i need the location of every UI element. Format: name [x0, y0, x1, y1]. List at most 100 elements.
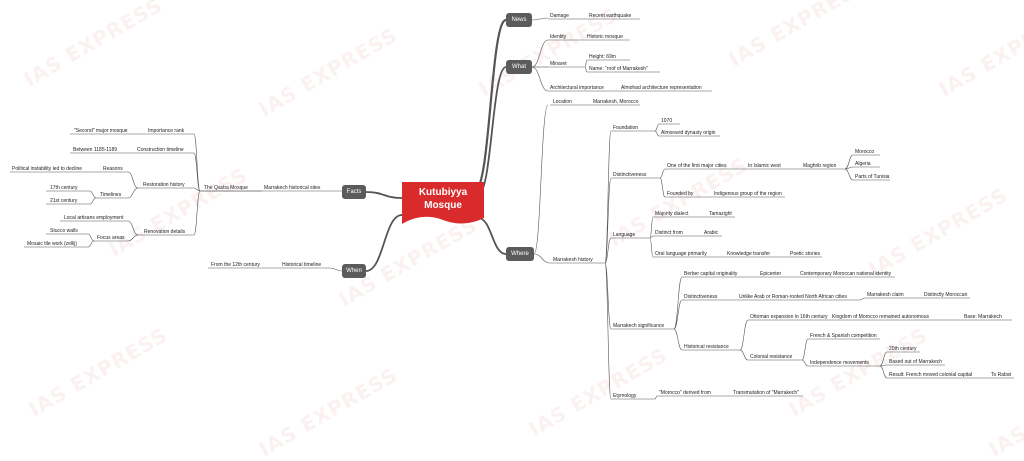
node-importance-rank[interactable]: Importance rank	[148, 128, 185, 134]
node-derived[interactable]: "Morocco" derived from	[659, 390, 711, 396]
node-17th-century[interactable]: 17th century	[50, 185, 78, 191]
node-mosaic-tile[interactable]: Mosaic tile work (zellij)	[27, 241, 78, 247]
node-focus-areas[interactable]: Focus areas	[97, 235, 125, 241]
node-marrakesh-morocco[interactable]: Marrakesh, Morocco	[593, 99, 639, 105]
connector	[533, 104, 549, 255]
node-distinctly-moroccan[interactable]: Distinctly Moroccan	[924, 292, 968, 298]
branch-what[interactable]: What	[506, 60, 532, 74]
node-unlike-arab[interactable]: Unlike Arab or Roman-rooted North Africa…	[739, 294, 847, 300]
node-qasba-mosque[interactable]: The Qasba Mosque	[204, 185, 248, 191]
node-almohad[interactable]: Almohad architecture representation	[621, 85, 702, 91]
node-historic-mosque[interactable]: Historic mosque	[587, 34, 623, 40]
node-one-of-first[interactable]: One of the first major cities	[667, 163, 727, 169]
connector	[673, 299, 683, 330]
node-algeria[interactable]: Algeria	[855, 161, 871, 167]
node-height[interactable]: Height: 69m	[589, 54, 616, 60]
node-transmutation[interactable]: Transmutation of "Marrakech"	[733, 390, 799, 396]
node-tunisia[interactable]: Parts of Tunisia	[855, 174, 890, 180]
node-based-out[interactable]: Based out of Marrakech	[889, 359, 943, 365]
node-distinct-from[interactable]: Distinct from	[655, 230, 683, 236]
node-almoravid[interactable]: Almoravid dynasty origin	[661, 130, 716, 136]
node-renovation-details[interactable]: Renovation details	[144, 229, 186, 235]
connector	[879, 365, 888, 379]
node-identity[interactable]: Identity	[550, 34, 567, 40]
node-arabic[interactable]: Arabic	[704, 230, 719, 236]
node-berber-capital[interactable]: Berber capital originality	[684, 271, 738, 277]
connector	[844, 154, 854, 170]
connector	[531, 66, 549, 92]
connector	[604, 177, 612, 264]
node-recent-earthquake[interactable]: Recent earthquake	[589, 13, 632, 19]
node-etymology[interactable]: Etymology	[613, 393, 637, 399]
central-topic[interactable]: Kutubiyya Mosque	[398, 178, 488, 228]
node-tamazight[interactable]: Tamazight	[709, 211, 732, 217]
node-language[interactable]: Language	[613, 232, 636, 238]
node-knowledge-transfer[interactable]: Knowledge transfer	[727, 251, 771, 257]
connector	[329, 267, 343, 272]
connector	[739, 319, 749, 351]
node-founded-by[interactable]: Founded by	[667, 191, 694, 197]
connector	[801, 338, 809, 361]
branch-news[interactable]: News	[506, 13, 532, 27]
branch-when[interactable]: When	[342, 264, 366, 278]
node-kingdom[interactable]: Kingdom of Morocco remained autonomous	[832, 314, 929, 320]
node-distinctiveness[interactable]: Distinctiveness	[613, 172, 647, 178]
node-maghrib[interactable]: Maghrib region	[803, 163, 837, 169]
node-epicenter[interactable]: Epicenter	[760, 271, 782, 277]
node-marrakesh-history[interactable]: Marrakesh history	[553, 257, 593, 263]
node-minaret-name[interactable]: Name: "roof of Marrakesh"	[589, 66, 648, 72]
connector	[127, 220, 139, 236]
node-base-marrakech[interactable]: Base: Marrakech	[964, 314, 1002, 320]
node-to-rabat[interactable]: To Rabat	[991, 372, 1012, 378]
node-1070[interactable]: 1070	[661, 118, 673, 124]
node-architectural-importance[interactable]: Architectural importance	[550, 85, 604, 91]
node-between-1185[interactable]: Between 1185-1189	[73, 147, 118, 153]
connector	[654, 130, 660, 137]
node-second-major[interactable]: "Second" major mosque	[74, 128, 128, 134]
node-restoration-history[interactable]: Restoration history	[143, 182, 185, 188]
node-historical-resistance[interactable]: Historical resistance	[684, 344, 729, 350]
node-french-spanish[interactable]: French & Spanish competition	[810, 333, 877, 339]
node-colonial[interactable]: Colonial resistance	[750, 354, 793, 360]
connector	[365, 191, 403, 199]
node-historical-timeline[interactable]: Historical timeline	[282, 262, 322, 268]
node-political-instability[interactable]: Political instability led to decline	[12, 166, 83, 172]
connector	[879, 351, 888, 367]
node-poetic-stories[interactable]: Poetic stories	[790, 251, 821, 257]
connector	[649, 237, 654, 258]
branch-where[interactable]: Where	[506, 247, 534, 261]
node-stucco-walls[interactable]: Stucco walls	[50, 228, 78, 234]
node-islamic-west[interactable]: In Islamic west	[748, 163, 781, 169]
node-timelines[interactable]: Timelines	[100, 192, 122, 198]
node-morocco[interactable]: Morocco	[855, 149, 875, 155]
node-local-artisans[interactable]: Local artisans employment	[64, 215, 124, 221]
connector	[531, 39, 549, 68]
node-location[interactable]: Location	[553, 99, 572, 105]
node-minaret[interactable]: Minaret	[550, 61, 567, 67]
node-construction-timeline[interactable]: Construction timeline	[137, 147, 184, 153]
node-marrakesh-claim[interactable]: Marrakesh claim	[867, 292, 904, 298]
node-from-12th-century[interactable]: From the 12th century	[211, 262, 260, 268]
node-contemporary[interactable]: Contemporary Moroccan national identity	[800, 271, 892, 277]
node-20th-century[interactable]: 20th century	[889, 346, 917, 352]
node-foundation[interactable]: Foundation	[613, 125, 639, 131]
node-marrakech-significance[interactable]: Marrakech significance	[613, 323, 665, 329]
node-21st-century[interactable]: 21st century	[50, 198, 78, 204]
connector	[531, 17, 549, 21]
branch-facts[interactable]: Facts	[342, 185, 366, 199]
connector	[654, 395, 658, 400]
node-independence[interactable]: Independence movements	[810, 360, 869, 366]
node-ottoman[interactable]: Ottoman expansion in 16th century	[750, 314, 828, 320]
node-reasons[interactable]: Reasons	[103, 166, 123, 172]
node-distinctiveness-2[interactable]: Distinctiveness	[684, 294, 718, 300]
connector	[659, 177, 666, 198]
node-historical-sites[interactable]: Marrakech historical sites	[264, 185, 321, 191]
node-majority-dialect[interactable]: Majority dialect	[655, 211, 689, 217]
node-result[interactable]: Result: French moved colonial capital	[889, 372, 973, 378]
node-damage[interactable]: Damage	[550, 13, 569, 19]
node-oral-language[interactable]: Oral language primarily	[655, 251, 707, 257]
node-indigenous[interactable]: Indigenous group of the region	[714, 191, 782, 197]
connector	[584, 59, 588, 68]
connector	[604, 130, 612, 264]
connector	[604, 262, 612, 400]
